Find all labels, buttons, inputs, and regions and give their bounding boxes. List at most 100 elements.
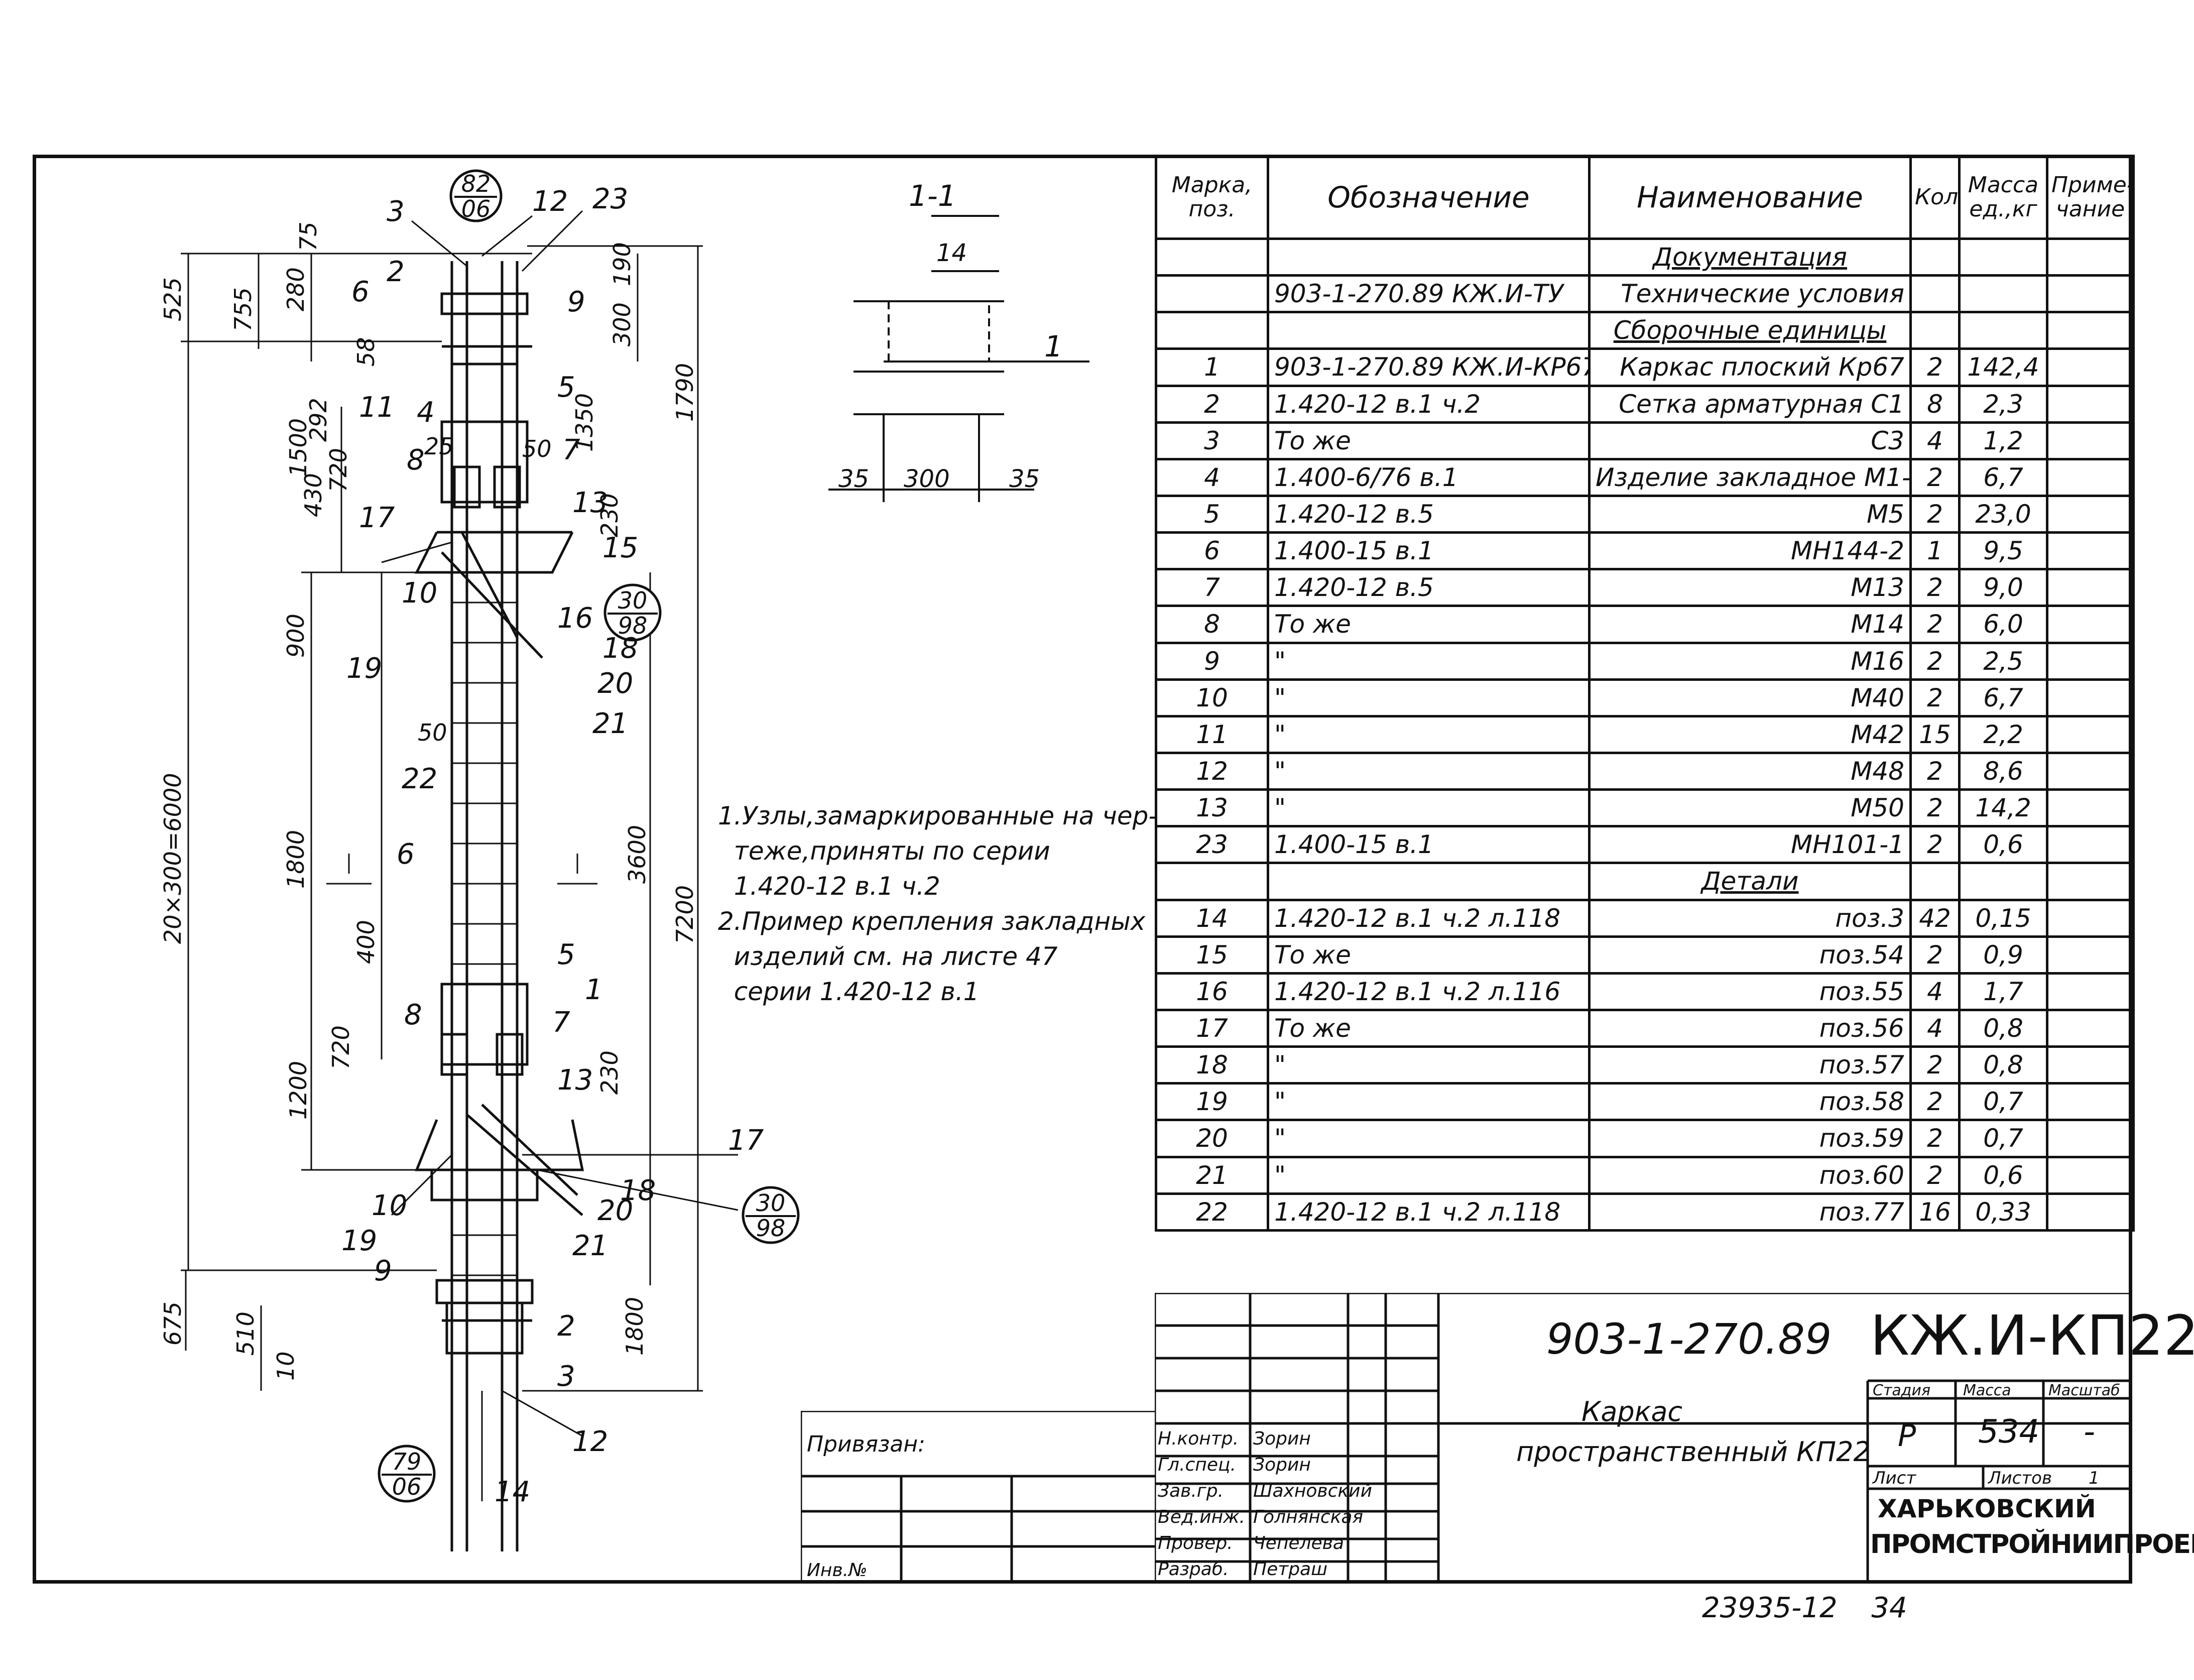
cell-mass: 0,9 (1958, 935, 2048, 975)
cell-note (2046, 457, 2135, 497)
cell-mass: 0,6 (1958, 1155, 2048, 1195)
cell-name: Детали (1588, 862, 1912, 901)
cell-name: Технические условия (1588, 274, 1912, 314)
cell-designation: 1.420-12 в.1 ч.2 л.118 (1267, 1192, 1591, 1232)
dim-label: 525 (159, 277, 186, 321)
sheet-label: Лист (1873, 1468, 1916, 1488)
cell-name: Сборочные единицы (1588, 311, 1912, 350)
cell-qty: 42 (1909, 898, 1961, 938)
pos-label: 8 (407, 444, 425, 476)
cell-mass: 9,0 (1958, 568, 2048, 608)
cell-designation: 903-1-270.89 КЖ.И-ТУ (1267, 274, 1591, 314)
cell-note (2046, 568, 2135, 608)
pos-label: 3 (387, 195, 405, 228)
dim-label: 10 (272, 1351, 299, 1381)
cell-note (2046, 862, 2135, 901)
cell-name: Изделие закладное М1-11-8 (1588, 457, 1912, 497)
header-mass: Масса ед.,кг (1958, 155, 2048, 240)
cell-pos: 16 (1155, 972, 1269, 1011)
cell-pos: 23 (1155, 825, 1269, 865)
archive-footer: 23935-12 34 (1702, 1592, 1907, 1624)
cell-pos: 4 (1155, 457, 1269, 497)
cell-note (2046, 605, 2135, 644)
staff-name: Голнянская (1253, 1507, 1364, 1527)
cell-pos (1155, 862, 1269, 901)
cell-designation: То же (1267, 1008, 1591, 1048)
cell-qty: 2 (1909, 347, 1961, 387)
cell-pos: 21 (1155, 1155, 1269, 1195)
cell-name: поз.59 (1588, 1119, 1912, 1158)
cell-designation: 1.420-12 в.1 ч.2 (1267, 384, 1591, 424)
cell-pos: 19 (1155, 1082, 1269, 1122)
cell-qty (1909, 237, 1961, 277)
cell-name: поз.77 (1588, 1192, 1912, 1232)
cell-mass (1958, 237, 2048, 277)
table-section-row: Сборочные единицы (1155, 311, 2135, 350)
pos-label: 8 (404, 999, 422, 1031)
cell-mass: 6,0 (1958, 605, 2048, 644)
cell-name: М13 (1588, 568, 1912, 608)
cell-designation: 903-1-270.89 КЖ.И-КР67 (1267, 347, 1591, 387)
cell-pos: 1 (1155, 347, 1269, 387)
cell-name: М16 (1588, 641, 1912, 681)
cell-pos (1155, 311, 1269, 350)
callout-bottom-text: 06 (392, 1473, 422, 1500)
dim-label: 720 (327, 1025, 354, 1069)
header-qty: Кол. (1909, 155, 1961, 240)
cell-mass: 0,15 (1958, 898, 2048, 938)
cell-mass: 0,33 (1958, 1192, 2048, 1232)
cell-qty: 2 (1909, 494, 1961, 534)
pos-label: 21 (572, 1230, 608, 1262)
pos-label: 19 (341, 1225, 377, 1257)
dim-label: 20×300=6000 (159, 773, 186, 944)
cell-pos: 14 (1155, 898, 1269, 938)
cell-mass: 1,7 (1958, 972, 2048, 1011)
pos-label: 19 (346, 652, 382, 685)
cell-designation (1267, 237, 1591, 277)
table-header-row: Марка, поз. Обозначение Наименование Кол… (1155, 155, 2135, 240)
dim-label: 50 (522, 435, 552, 462)
cell-mass: 14,2 (1958, 788, 2048, 828)
dim-label: 3600 (624, 825, 651, 884)
callout-bottom-text: 98 (618, 612, 648, 639)
staff-role: Гл.спец. (1158, 1455, 1236, 1475)
cell-name: МН144-2 (1588, 531, 1912, 571)
staff-role: Вед.инж. (1158, 1507, 1245, 1527)
dim-label: 1800 (621, 1297, 648, 1356)
cell-mass: 142,4 (1958, 347, 2048, 387)
pos-label: 6 (351, 276, 370, 308)
cell-pos: 13 (1155, 788, 1269, 828)
cell-pos: 11 (1155, 714, 1269, 754)
cell-pos: 3 (1155, 421, 1269, 460)
pos-label: 23 (592, 183, 628, 215)
cell-mass (1958, 274, 2048, 314)
cell-pos (1155, 237, 1269, 277)
cell-note (2046, 1192, 2135, 1232)
pos-label: 13 (557, 1064, 593, 1097)
cell-note (2046, 311, 2135, 350)
pos-label: 10 (402, 577, 437, 610)
cell-designation: То же (1267, 935, 1591, 975)
pos-label: 2 (387, 256, 405, 288)
cell-name: поз.3 (1588, 898, 1912, 938)
cell-pos: 9 (1155, 641, 1269, 681)
cell-designation: 1.400-6/76 в.1 (1267, 457, 1591, 497)
cell-mass: 2,3 (1958, 384, 2048, 424)
table-section-row: Детали (1155, 862, 2135, 901)
cell-note (2046, 1045, 2135, 1085)
dim-label: 1790 (671, 363, 698, 422)
pos-label: 21 (592, 707, 628, 740)
cell-designation: 1.420-12 в.5 (1267, 494, 1591, 534)
staff-role: Н.контр. (1158, 1428, 1239, 1449)
cell-designation: 1.400-15 в.1 (1267, 531, 1591, 571)
section-dim: 14 (936, 239, 967, 267)
cell-note (2046, 1008, 2135, 1048)
dim-label: 400 (352, 920, 380, 964)
cell-note (2046, 274, 2135, 314)
cell-pos: 22 (1155, 1192, 1269, 1232)
